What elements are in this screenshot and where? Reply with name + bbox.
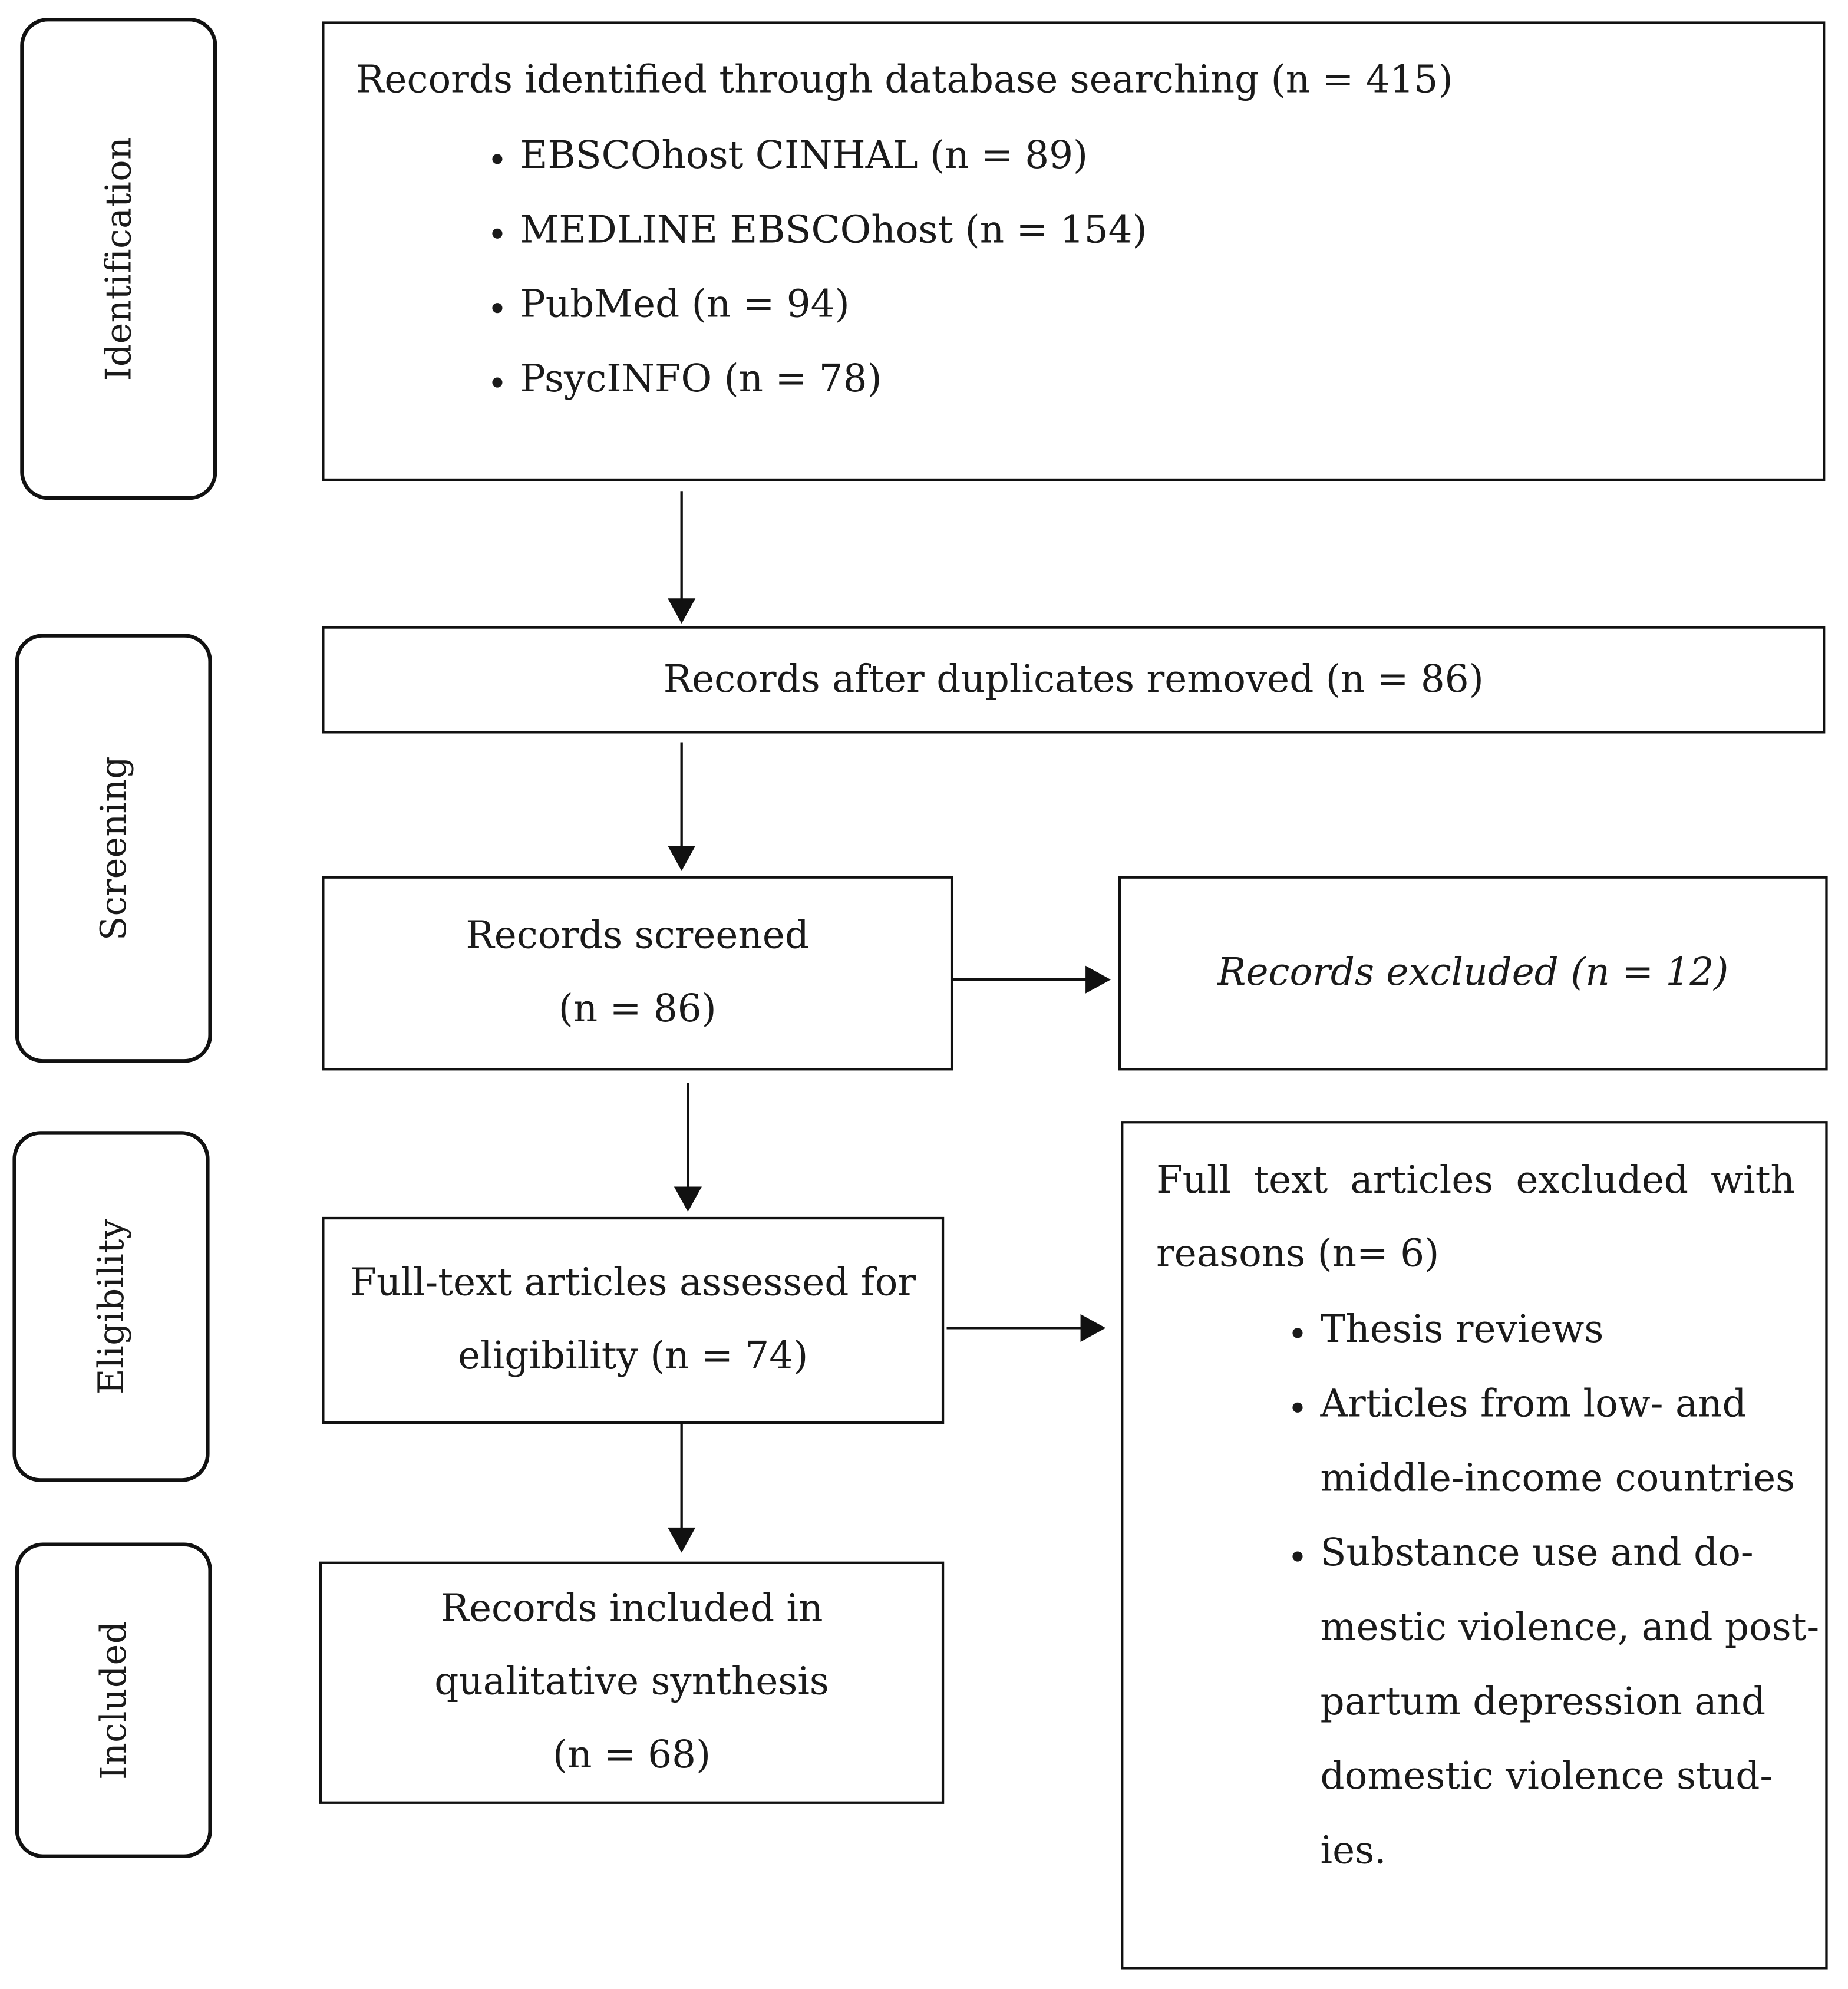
phase-screening: Screening <box>15 634 212 1063</box>
phase-eligibility: Eligibility <box>12 1131 210 1482</box>
records-screened-label: Records screened <box>466 913 810 958</box>
arrow-duplicates-to-screened <box>668 742 696 871</box>
exclusion-reason-line: domestic violence stud- <box>1320 1754 1773 1799</box>
exclusion-reason-line: Thesis reviews <box>1320 1308 1604 1353</box>
arrow-eligibility-to-fulltext-excluded <box>946 1314 1106 1342</box>
records-included-box: Records included in qualitative synthesi… <box>319 1561 945 1804</box>
records-identified-box: Records identified through database sear… <box>322 21 1826 481</box>
exclusion-reason: Thesis reviews <box>1321 1292 1820 1367</box>
records-included-line2: qualitative synthesis <box>434 1660 829 1704</box>
records-excluded-box: Records excluded (n = 12) <box>1118 876 1828 1071</box>
database-list: EBSCOhost CINHAL (n = 89) MEDLINE EBSCOh… <box>520 118 1147 417</box>
exclusion-reason-line: partum depression and <box>1320 1680 1766 1724</box>
records-excluded-text: Records excluded (n = 12) <box>1217 950 1729 995</box>
records-included-line1: Records included in <box>440 1586 823 1631</box>
eligibility-assessed-line1: Full-text articles assessed for <box>350 1261 916 1305</box>
database-item: MEDLINE EBSCOhost (n = 154) <box>520 193 1147 268</box>
duplicates-removed-text: Records after duplicates removed (n = 86… <box>663 657 1484 701</box>
duplicates-removed-box: Records after duplicates removed (n = 86… <box>322 626 1826 734</box>
exclusion-reason: Articles from low- and middle-income cou… <box>1321 1367 1820 1516</box>
exclusion-reason-line: mestic violence, and post- <box>1320 1605 1820 1650</box>
fulltext-excluded-title: Full text articles excluded with reasons… <box>1156 1145 1795 1291</box>
exclusion-reason-line: Substance use and do- <box>1320 1531 1754 1576</box>
database-item: PubMed (n = 94) <box>520 268 1147 342</box>
eligibility-assessed-box: Full-text articles assessed for eligibil… <box>322 1216 945 1424</box>
eligibility-assessed-line2: eligibility (n = 74) <box>458 1334 808 1379</box>
database-item: PsycINFO (n = 78) <box>520 342 1147 416</box>
exclusion-reason-line: middle-income countries <box>1320 1456 1796 1501</box>
exclusion-reason-line: Articles from low- and <box>1320 1382 1747 1427</box>
fulltext-excluded-title-line1: Full text articles excluded with <box>1156 1159 1795 1203</box>
exclusion-reasons-list: Thesis reviews Articles from low- and mi… <box>1321 1292 1820 1888</box>
records-screened-count: (n = 86) <box>558 987 717 1032</box>
arrow-screened-to-excluded <box>953 965 1111 994</box>
fulltext-excluded-title-line2: reasons (n= 6) <box>1156 1232 1440 1276</box>
arrow-eligibility-to-included <box>668 1424 696 1553</box>
phase-identification: Identification <box>20 17 217 500</box>
database-item: EBSCOhost CINHAL (n = 89) <box>520 118 1147 193</box>
arrow-screened-to-eligibility <box>674 1083 702 1212</box>
arrow-identified-to-duplicates <box>668 491 696 624</box>
records-included-count: (n = 68) <box>553 1733 711 1777</box>
exclusion-reason: Substance use and do- mestic violence, a… <box>1321 1516 1820 1889</box>
fulltext-excluded-box: Full text articles excluded with reasons… <box>1121 1121 1828 1970</box>
records-screened-box: Records screened (n = 86) <box>322 876 953 1071</box>
phase-included: Included <box>15 1542 212 1859</box>
exclusion-reason-line: ies. <box>1320 1829 1387 1873</box>
records-identified-title: Records identified through database sear… <box>356 58 1453 103</box>
